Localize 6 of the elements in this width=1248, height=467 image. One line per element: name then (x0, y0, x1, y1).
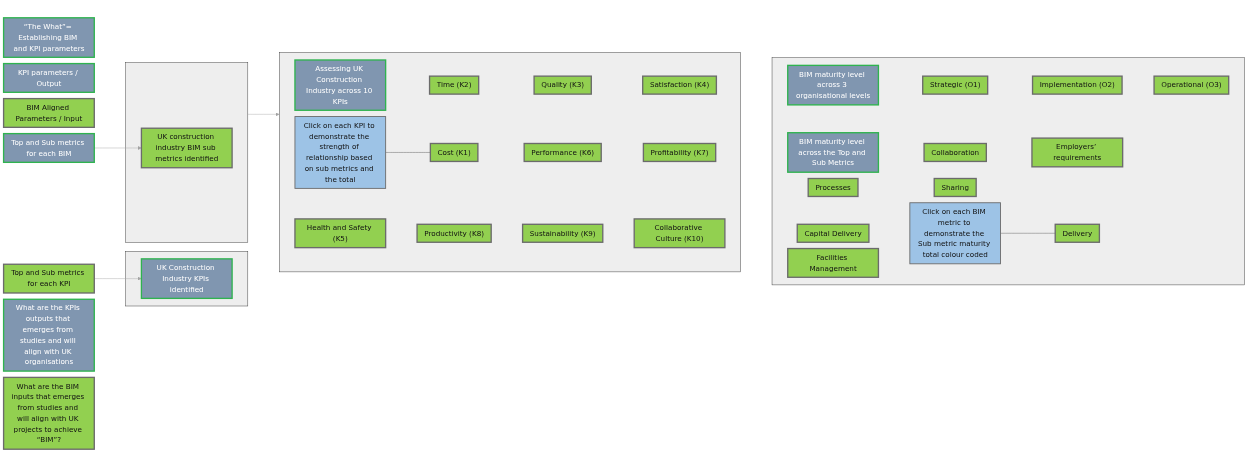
cluster (279, 52, 741, 273)
cluster (125, 62, 249, 243)
cluster (125, 251, 249, 307)
connector (1000, 233, 1056, 234)
connector (385, 152, 431, 153)
cluster (771, 57, 1245, 286)
